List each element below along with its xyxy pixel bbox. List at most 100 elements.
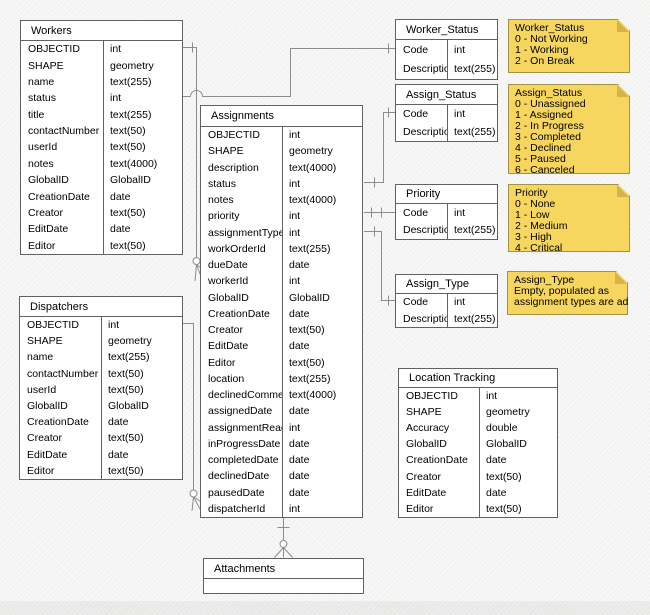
table-attachments[interactable]: Attachments (203, 558, 364, 594)
field-type: text(255) (110, 75, 152, 88)
table-title: Priority (396, 185, 497, 204)
field-type: text(50) (110, 125, 146, 138)
note-fold-corner (617, 85, 629, 97)
field-type: text(255) (454, 63, 496, 76)
note-title: Assign_Type (514, 274, 575, 286)
table-row: dueDate date (201, 257, 362, 273)
field-name: workerId (208, 275, 249, 288)
note-line: 4 - Critical (515, 242, 563, 254)
field-type: text(50) (108, 432, 144, 445)
table-title: Assignments (201, 106, 362, 127)
table-assign-type[interactable]: Assign_Type Code int Description text(25… (395, 274, 498, 328)
table-row: completedDate date (201, 452, 362, 468)
field-name: declinedComment (208, 389, 282, 402)
table-row: dispatcherId int (201, 501, 362, 517)
field-name: location (208, 372, 245, 385)
field-name: notes (28, 157, 54, 170)
field-type: date (289, 307, 310, 320)
table-row: CreationDate date (20, 414, 182, 430)
field-type: geometry (486, 406, 530, 419)
field-type: text(50) (110, 239, 146, 252)
field-name: SHAPE (28, 59, 64, 72)
table-title: Assign_Status (396, 85, 497, 105)
table-row: userId text(50) (21, 139, 182, 155)
field-name: dueDate (208, 259, 248, 272)
field-type: date (108, 416, 129, 429)
connector-workers-status-to-worker-status (182, 43, 396, 97)
field-type: GlobalID (108, 400, 149, 413)
table-row: GlobalID GlobalID (201, 290, 362, 306)
table-row: SHAPE geometry (21, 57, 182, 73)
table-dispatchers[interactable]: Dispatchers OBJECTID int SHAPE geometry … (19, 296, 183, 480)
table-row: Editor text(50) (21, 238, 182, 254)
field-type: GlobalID (110, 174, 151, 187)
field-name: userId (27, 383, 57, 396)
table-priority[interactable]: Priority Code int Description text(255) (395, 184, 498, 240)
column-divider (101, 317, 102, 479)
field-type: int (110, 43, 122, 56)
table-body: Code int Description text(255) (396, 105, 497, 141)
field-name: declinedDate (208, 470, 270, 483)
field-name: priority (208, 210, 240, 223)
table-row: description text(4000) (201, 160, 362, 176)
table-assignments[interactable]: Assignments OBJECTID int SHAPE geometry … (200, 105, 363, 518)
table-row: GlobalID GlobalID (21, 172, 182, 188)
field-name: GlobalID (27, 400, 68, 413)
field-name: Editor (27, 464, 55, 477)
note-fold-corner (617, 20, 629, 32)
connector-assignments-status-to-assign-status (364, 107, 396, 188)
note-line: 0 - Unassigned (515, 98, 586, 110)
table-row: assignmentRead int (201, 420, 362, 436)
field-name: notes (208, 194, 234, 207)
table-row: Creator text(50) (201, 322, 362, 338)
table-worker-status[interactable]: Worker_Status Code int Description text(… (395, 19, 498, 80)
field-name: CreationDate (27, 416, 89, 429)
field-name: Code (403, 108, 429, 120)
field-type: text(50) (486, 470, 522, 483)
field-name: completedDate (208, 454, 279, 467)
table-row: Creator text(50) (21, 205, 182, 221)
table-row: Code int (396, 294, 497, 311)
field-type: text(50) (289, 324, 325, 337)
field-type: GlobalID (289, 291, 330, 304)
field-name: OBJECTID (406, 390, 458, 403)
table-row: status int (201, 176, 362, 192)
note-line: 1 - Low (515, 209, 550, 221)
field-name: assignmentRead (208, 421, 282, 434)
field-type: GlobalID (486, 438, 527, 451)
table-row: Creator text(50) (20, 430, 182, 446)
field-name: Code (403, 43, 429, 56)
column-divider (447, 40, 448, 79)
connector-assignments-type-to-assign-type (364, 226, 396, 306)
table-row: pausedDate date (201, 485, 362, 501)
table-body (204, 579, 363, 593)
table-row: GlobalID GlobalID (20, 398, 182, 414)
table-row: userId text(50) (20, 382, 182, 398)
field-type: text(50) (108, 367, 144, 380)
field-name: Creator (406, 470, 442, 483)
field-type: text(4000) (289, 194, 337, 207)
table-assign-status[interactable]: Assign_Status Code int Description text(… (395, 84, 498, 142)
note-line: 3 - High (515, 231, 552, 243)
field-name: GlobalID (406, 438, 447, 451)
field-type: text(4000) (289, 389, 337, 402)
table-body: OBJECTID int SHAPE geometry Accuracy dou… (399, 388, 557, 517)
column-divider (447, 204, 448, 239)
field-type: int (289, 177, 301, 190)
field-name: pausedDate (208, 486, 265, 499)
table-row: location text(255) (201, 371, 362, 387)
table-row: SHAPE geometry (399, 404, 557, 420)
field-name: contactNumber (28, 125, 100, 138)
column-divider (447, 294, 448, 327)
table-location-tracking[interactable]: Location Tracking OBJECTID int SHAPE geo… (398, 368, 558, 518)
table-workers[interactable]: Workers OBJECTID int SHAPE geometry name… (20, 20, 183, 255)
field-type: date (486, 486, 507, 499)
field-name: inProgressDate (208, 437, 281, 450)
field-type: text(50) (289, 356, 325, 369)
field-name: workOrderId (208, 242, 266, 255)
field-type: geometry (110, 59, 154, 72)
